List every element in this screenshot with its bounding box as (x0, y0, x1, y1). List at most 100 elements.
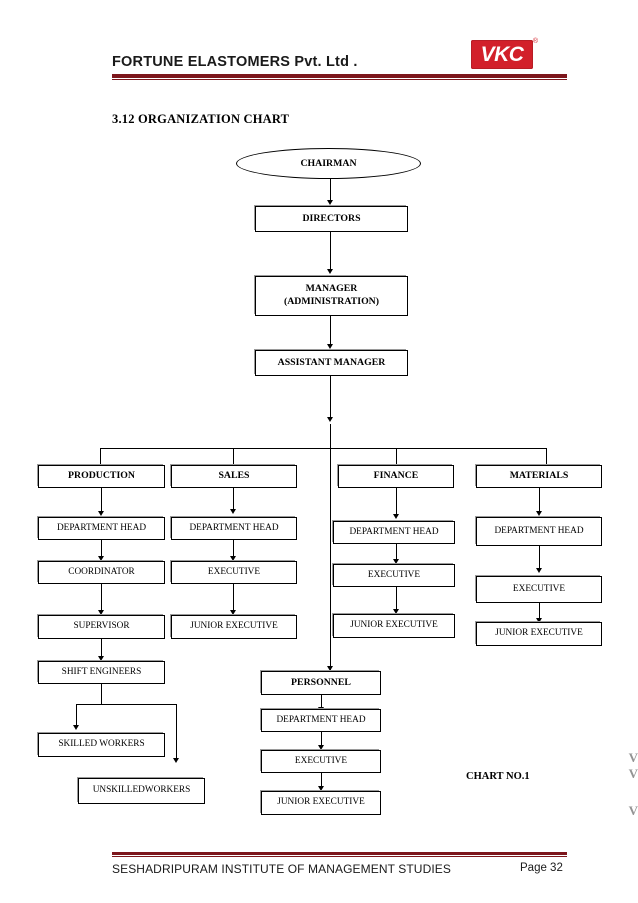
node-production-label: PRODUCTION (68, 470, 135, 482)
footer-institute-name: SESHADRIPURAM INSTITUTE OF MANAGEMENT ST… (112, 862, 451, 876)
arrow-chairman-directors (326, 200, 333, 205)
node-sales-executive: EXECUTIVE (171, 561, 297, 584)
header-rule (112, 74, 567, 78)
node-personnel-department-head-label: DEPARTMENT HEAD (276, 714, 366, 725)
node-production-coordinator: COORDINATOR (38, 561, 165, 584)
arrow-materials-executive (535, 568, 542, 573)
node-personnel-department-head: DEPARTMENT HEAD (261, 709, 381, 732)
arrow-personnel-executive (317, 745, 324, 750)
connector-shift-split-bar (76, 704, 176, 705)
arrow-personnel-junior-executive (317, 786, 324, 791)
connector-drop-materials (546, 448, 547, 465)
chart-number-caption: CHART NO.1 (466, 771, 530, 782)
arrow-production-shift-engineers (97, 656, 104, 661)
arrow-bus-personnel (326, 666, 333, 671)
connector-production-dept-head (101, 488, 102, 512)
arrow-production-supervisor (97, 610, 104, 615)
arrow-finance-executive (392, 559, 399, 564)
section-title: 3.12 ORGANIZATION CHART (112, 112, 290, 126)
node-finance-department-head-label: DEPARTMENT HEAD (349, 526, 439, 537)
node-chairman: CHAIRMAN (236, 148, 421, 179)
node-manager-administration: MANAGER (ADMINISTRATION) (255, 276, 408, 316)
connector-trunk-to-bus (330, 424, 331, 448)
node-personnel: PERSONNEL (261, 671, 381, 695)
connector-chairman-directors (330, 179, 331, 201)
connector-directors-manager (330, 232, 331, 270)
connector-finance-dept-head (396, 488, 397, 515)
node-sales-executive-label: EXECUTIVE (207, 566, 261, 577)
connector-personnel-junior-executive (321, 773, 322, 787)
node-shift-engineers: SHIFT ENGINEERS (38, 661, 165, 684)
node-personnel-label: PERSONNEL (291, 676, 351, 688)
node-materials-department-head: DEPARTMENT HEAD (476, 517, 602, 546)
company-name: FORTUNE ELASTOMERS Pvt. Ltd . (112, 54, 358, 70)
arrow-materials-junior-executive (535, 618, 542, 623)
connector-finance-executive (396, 544, 397, 560)
connector-drop-unskilled (176, 704, 177, 759)
node-sales-junior-executive-label: JUNIOR EXECUTIVE (190, 621, 278, 632)
node-materials-label: MATERIALS (509, 470, 569, 482)
node-manager-line2: (ADMINISTRATION) (283, 296, 380, 307)
node-finance-executive-label: EXECUTIVE (367, 569, 421, 580)
connector-personnel-dept-head (321, 695, 322, 708)
node-skilled-workers: SKILLED WORKERS (38, 733, 165, 757)
arrow-production-dept-head (97, 511, 104, 516)
connector-sales-dept-head (233, 488, 234, 510)
node-materials: MATERIALS (476, 465, 602, 488)
arrow-manager-assistant (326, 344, 333, 349)
vkc-logo: VKC ® (471, 38, 538, 69)
node-sales-department-head-label: DEPARTMENT HEAD (189, 522, 279, 533)
node-materials-department-head-label: DEPARTMENT HEAD (494, 525, 584, 536)
footer-rule-thin (112, 856, 567, 857)
arrow-production-coordinator (97, 556, 104, 561)
footer-page-number: Page 32 (520, 862, 563, 874)
node-materials-executive: EXECUTIVE (476, 576, 602, 603)
node-unskilled-workers: UNSKILLEDWORKERS (78, 778, 205, 804)
node-finance: FINANCE (338, 465, 454, 488)
connector-finance-junior-executive (396, 587, 397, 610)
connector-materials-junior-executive (539, 603, 540, 619)
node-finance-label: FINANCE (373, 470, 419, 482)
node-production-coordinator-label: COORDINATOR (68, 566, 135, 577)
node-sales-label: SALES (218, 470, 250, 482)
trademark-icon: ® (532, 38, 538, 45)
node-directors-label: DIRECTORS (302, 212, 361, 224)
node-finance-department-head: DEPARTMENT HEAD (333, 521, 455, 544)
connector-materials-dept-head (539, 488, 540, 512)
node-materials-junior-executive: JUNIOR EXECUTIVE (476, 622, 602, 646)
arrow-finance-dept-head (392, 514, 399, 519)
node-skilled-workers-label: SKILLED WORKERS (58, 739, 145, 750)
arrow-drop-skilled (72, 725, 79, 730)
node-finance-junior-executive-label: JUNIOR EXECUTIVE (350, 620, 438, 631)
connector-shift-split-stem (101, 684, 102, 704)
connector-drop-production (100, 448, 101, 465)
arrow-sales-executive (229, 556, 236, 561)
connector-bus-to-personnel (330, 448, 331, 670)
node-chairman-label: CHAIRMAN (300, 158, 357, 169)
arrow-assistant-trunk (326, 417, 333, 422)
node-finance-executive: EXECUTIVE (333, 564, 455, 587)
margin-artifact-3: V (628, 803, 638, 818)
connector-materials-executive (539, 546, 540, 569)
arrow-directors-manager (326, 269, 333, 274)
node-directors: DIRECTORS (255, 206, 408, 232)
connector-drop-sales (233, 448, 234, 465)
node-sales-junior-executive: JUNIOR EXECUTIVE (171, 615, 297, 639)
connector-assistant-trunk (330, 376, 331, 418)
arrow-sales-dept-head (229, 509, 236, 514)
connector-production-shift-engineers (101, 639, 102, 657)
connector-production-coordinator (101, 540, 102, 557)
node-unskilled-workers-label: UNSKILLEDWORKERS (92, 785, 191, 796)
footer-rule (112, 852, 567, 855)
arrow-finance-junior-executive (392, 609, 399, 614)
node-personnel-executive: EXECUTIVE (261, 750, 381, 773)
vkc-logo-text: VKC (480, 42, 524, 66)
node-production-department-head-label: DEPARTMENT HEAD (56, 522, 147, 533)
header-rule-thin (112, 79, 567, 80)
connector-production-supervisor (101, 584, 102, 611)
node-personnel-junior-executive-label: JUNIOR EXECUTIVE (277, 797, 365, 808)
connector-drop-skilled (76, 704, 77, 726)
connector-sales-executive (233, 540, 234, 557)
node-personnel-executive-label: EXECUTIVE (294, 755, 348, 766)
